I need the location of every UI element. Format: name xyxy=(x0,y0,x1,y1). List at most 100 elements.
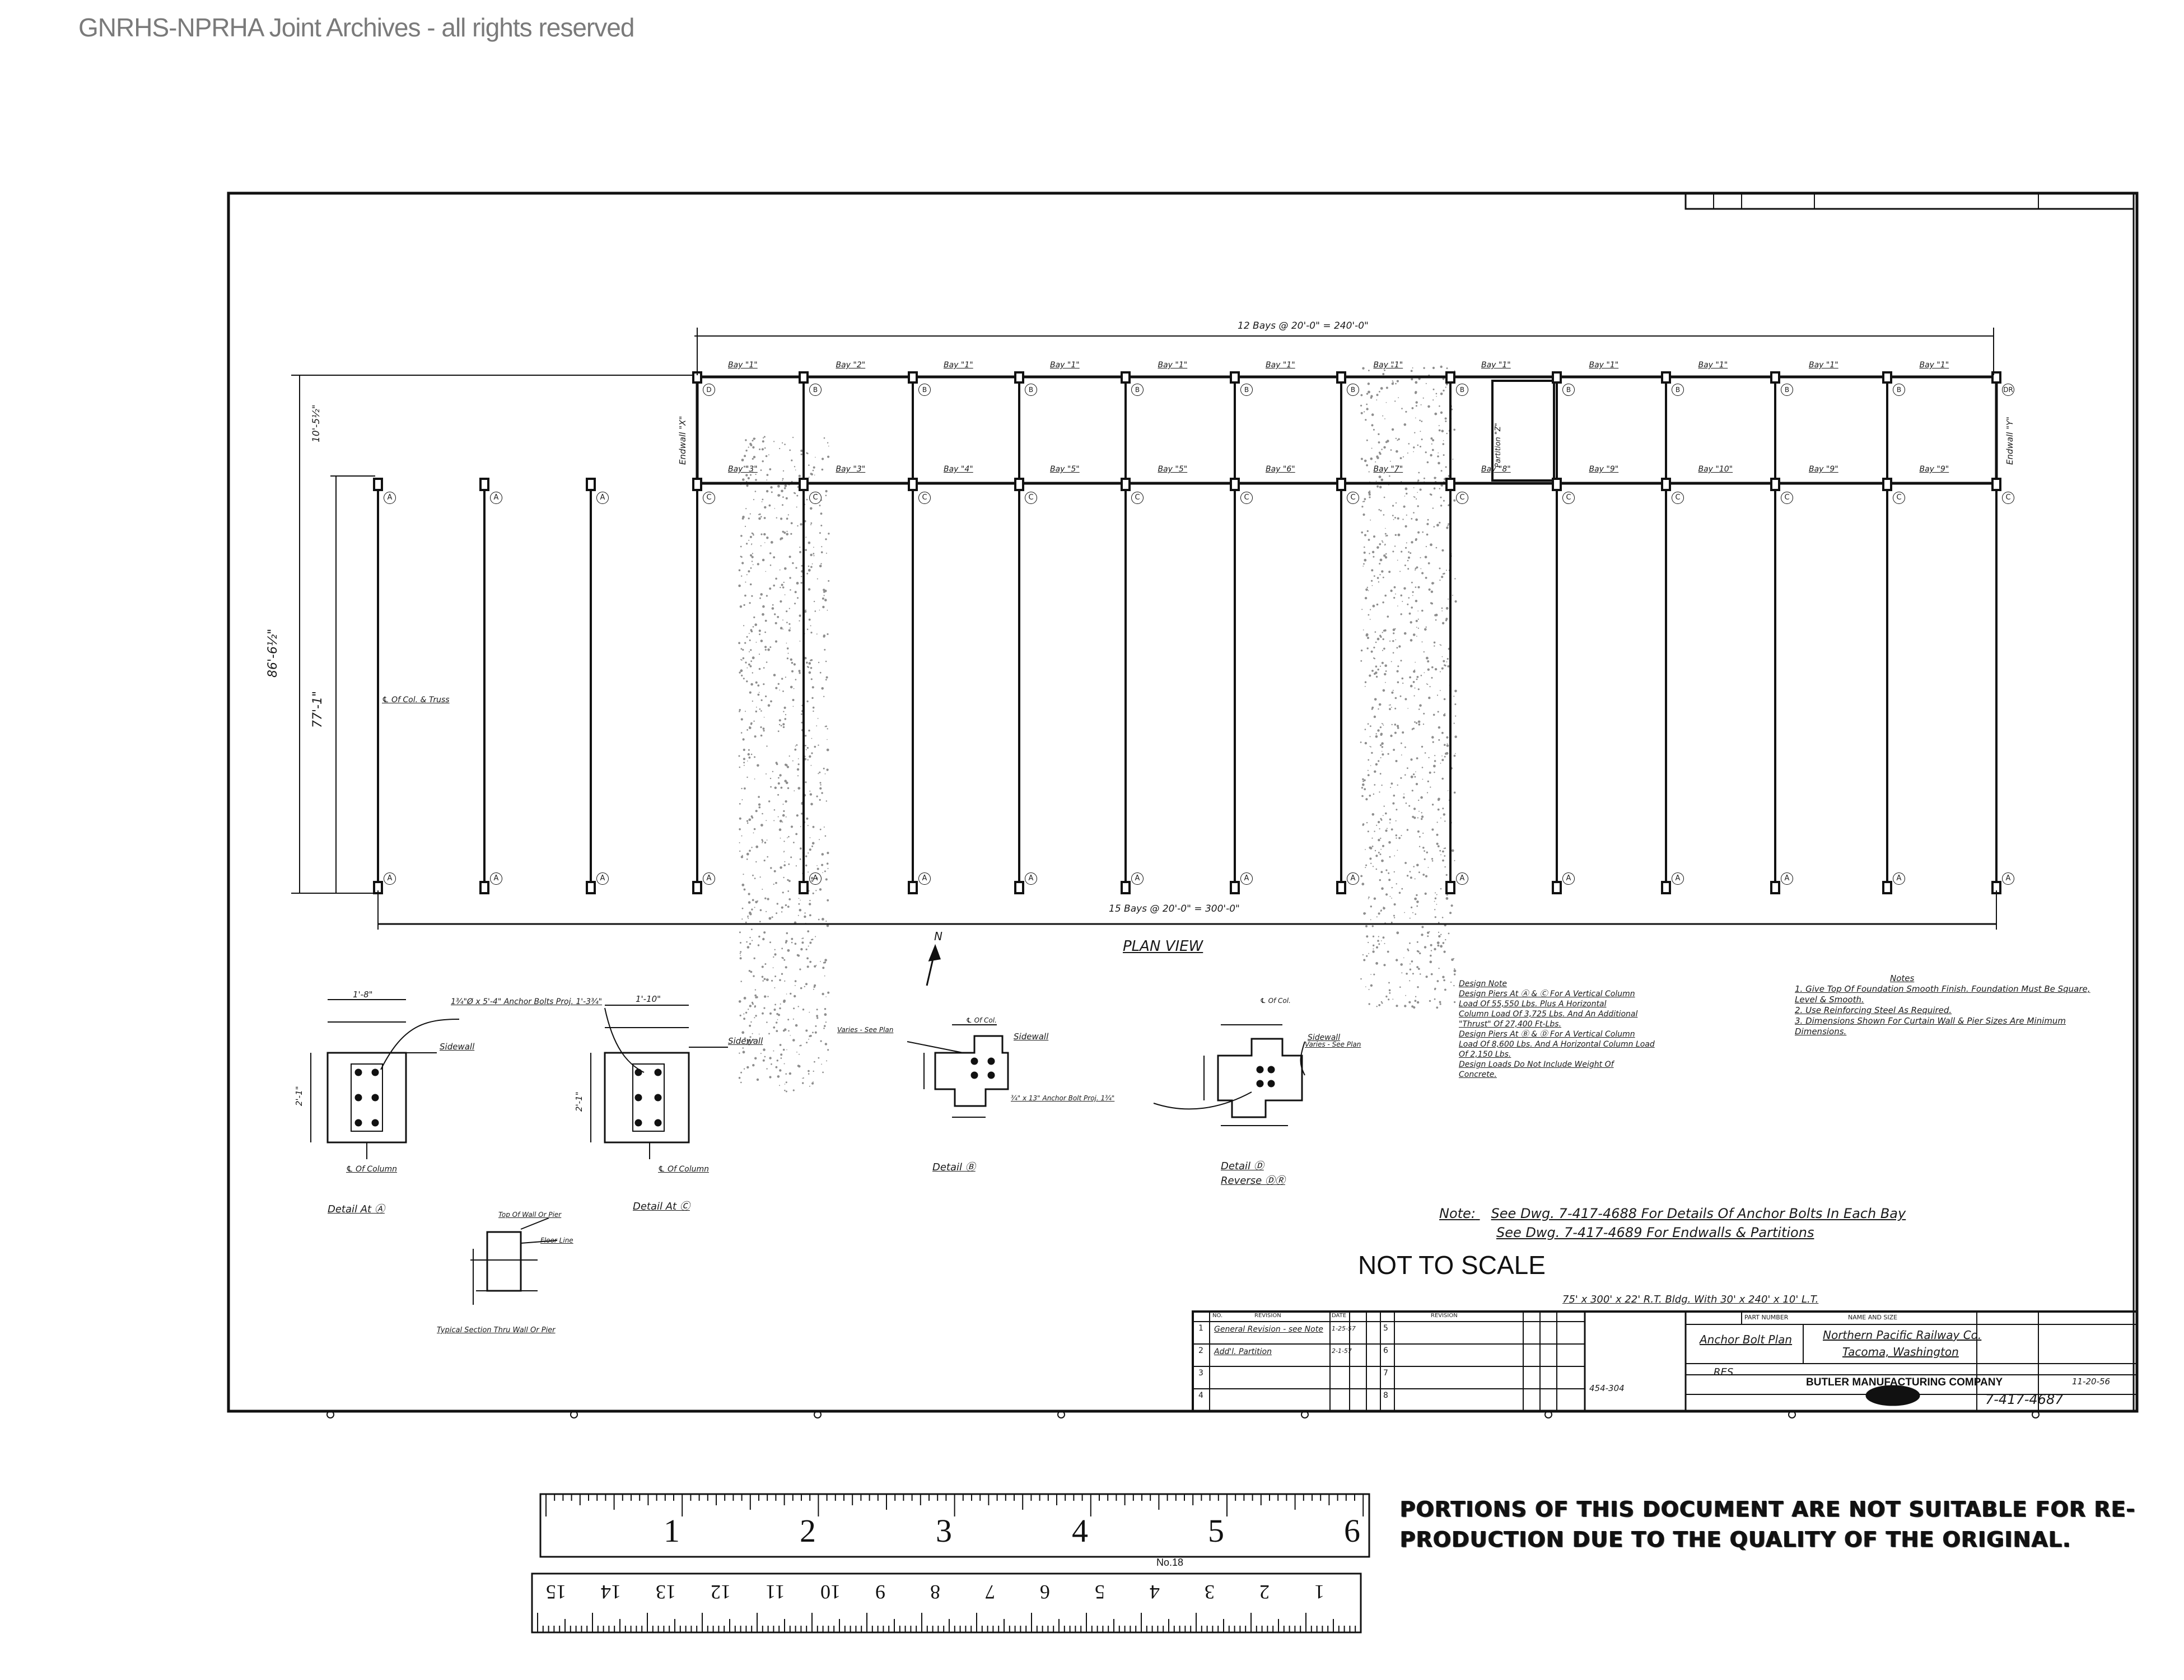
column-mark: A xyxy=(1347,872,1359,885)
revision-text: General Revision - see Note xyxy=(1214,1325,1323,1334)
column-base xyxy=(586,478,596,491)
column-base xyxy=(1882,881,1892,894)
revision-date: 1-25-57 xyxy=(1332,1325,1356,1332)
archive-watermark: GNRHS-NPRHA Joint Archives - all rights … xyxy=(78,13,634,42)
bay-label-top: Bay "1" xyxy=(944,361,973,370)
partition-box xyxy=(1491,380,1555,482)
column-mark: C xyxy=(1456,492,1468,504)
customer-name: Northern Pacific Railway Co. xyxy=(1823,1328,1982,1342)
column-base xyxy=(1014,371,1024,384)
bay-label-top: Bay "1" xyxy=(1158,361,1188,370)
ruler-inch-label: 2 xyxy=(800,1513,816,1549)
detail-b-centerline-label: ℄ Of Col. xyxy=(966,1016,997,1024)
column-base xyxy=(1121,478,1131,491)
bay-label-bottom: Bay "10" xyxy=(1698,465,1733,474)
company-name: BUTLER MANUFACTURING COMPANY xyxy=(1806,1376,2003,1388)
top-title-strip xyxy=(1684,192,2135,210)
column-mark: C xyxy=(1562,492,1575,504)
bay-label-top: Bay "1" xyxy=(1589,361,1619,370)
column-mark: A xyxy=(1562,872,1575,885)
general-notes: Notes 1. Give Top Of Foundation Smooth F… xyxy=(1795,973,2108,1037)
column-base xyxy=(1552,371,1562,384)
revision-number: 8 xyxy=(1383,1391,1388,1400)
column-base xyxy=(1336,371,1346,384)
anchor-bolts-callout: 1¾"Ø x 5'-4" Anchor Bolts Proj. 1'-3¾" xyxy=(451,997,603,1006)
column-base xyxy=(479,478,489,491)
bay-label-top: Bay "1" xyxy=(1481,361,1511,370)
design-note-lines: Design Piers At Ⓐ & Ⓒ For A Vertical Col… xyxy=(1459,989,1772,1080)
detail-c-width-dim: 1'-10" xyxy=(636,994,661,1004)
column-mark: C xyxy=(1672,492,1684,504)
building-plan xyxy=(373,371,2001,930)
column-mark: DR xyxy=(2002,384,2014,396)
column-mark: A xyxy=(596,492,609,504)
column-base xyxy=(1552,478,1562,491)
quality-note-text: PORTIONS OF THIS DOCUMENT ARE NOT SUITAB… xyxy=(1400,1497,2136,1552)
design-note-line: "Thrust" Of 27,400 Ft-Lbs. xyxy=(1459,1020,1562,1029)
reference-line-1: See Dwg. 7-417-4688 For Details Of Ancho… xyxy=(1491,1206,1906,1221)
column-base xyxy=(692,478,702,491)
column-base xyxy=(1014,881,1024,894)
typical-section-title: Typical Section Thru Wall Or Pier xyxy=(437,1326,556,1334)
bay-label-top: Bay "1" xyxy=(1050,361,1080,370)
column-mark: A xyxy=(703,872,715,885)
column-mark: C xyxy=(1025,492,1037,504)
measuring-ruler xyxy=(531,1493,1370,1634)
bay-label-bottom: Bay "5" xyxy=(1050,465,1080,474)
customer-location: Tacoma, Washington xyxy=(1842,1345,1959,1359)
drawing-date: 11-20-56 xyxy=(2072,1376,2111,1387)
design-note-line: Load Of 8,600 Lbs. And A Horizontal Colu… xyxy=(1459,1040,1655,1049)
column-mark: A xyxy=(2002,872,2014,885)
drawn-by: RES xyxy=(1714,1366,1734,1378)
ruler-inch-label: 3 xyxy=(936,1513,952,1549)
ruler-cm-label: 14 xyxy=(601,1581,621,1603)
column-base xyxy=(1882,478,1892,491)
column-base xyxy=(479,881,489,894)
partition-z-label: Partition "Z" xyxy=(1494,423,1502,468)
ruler-cm-label: 11 xyxy=(766,1581,785,1603)
grid-markers xyxy=(326,1411,2040,1418)
company-logo-icon xyxy=(1865,1385,1920,1406)
column-base xyxy=(908,478,918,491)
ruler-cm-label: 9 xyxy=(875,1581,885,1603)
lean-to-outline xyxy=(696,375,1998,485)
ruler-cm-label: 5 xyxy=(1095,1581,1105,1603)
column-base xyxy=(1661,478,1671,491)
detail-a-column-centerline: ℄ Of Column xyxy=(346,1165,398,1174)
bay-label-top: Bay "1" xyxy=(1809,361,1838,370)
bay-label-bottom: Bay "9" xyxy=(1589,465,1619,474)
bay-label-top: Bay "2" xyxy=(836,361,866,370)
endwall-y-label: Endwall "Y" xyxy=(2005,416,2015,465)
reference-notes: Note: See Dwg. 7-417-4688 For Details Of… xyxy=(1439,1204,1906,1242)
bay-label-top: Bay "1" xyxy=(728,361,758,370)
notes-title: Notes xyxy=(1890,973,1915,983)
column-base xyxy=(1121,881,1131,894)
detail-d-reverse-title: Reverse ⒹⓇ xyxy=(1221,1175,1285,1187)
column-mark: C xyxy=(1240,492,1253,504)
column-mark: B xyxy=(1240,384,1253,396)
revision-number: 7 xyxy=(1383,1369,1388,1378)
revision-number: 1 xyxy=(1198,1324,1203,1333)
column-base xyxy=(1336,881,1346,894)
column-base xyxy=(692,881,702,894)
column-mark: A xyxy=(809,872,822,885)
note-item: 2. Use Reinforcing Steel As Required. xyxy=(1795,1005,1952,1015)
detail-d-centerline-label: ℄ Of Col. xyxy=(1260,997,1291,1005)
column-mark: B xyxy=(1781,384,1793,396)
bay-label-bottom: Bay "7" xyxy=(1373,465,1403,474)
column-base xyxy=(908,371,918,384)
note-item: 3. Dimensions Shown For Curtain Wall & P… xyxy=(1795,1016,2066,1037)
ruler-cm-label: 8 xyxy=(930,1581,940,1603)
left-dimensions xyxy=(291,375,694,894)
column-mark: C xyxy=(2002,492,2014,504)
detail-c-height-dim: 2'-1" xyxy=(574,1091,584,1112)
column-base xyxy=(1230,371,1240,384)
column-base xyxy=(1770,371,1780,384)
column-base xyxy=(1230,478,1240,491)
detail-d-drawing xyxy=(1153,1024,1305,1126)
design-note-title: Design Note xyxy=(1459,979,1507,988)
column-base xyxy=(1661,371,1671,384)
ruler-cm-label: 15 xyxy=(546,1581,566,1603)
detail-a-height-dim: 2'-1" xyxy=(294,1086,304,1106)
